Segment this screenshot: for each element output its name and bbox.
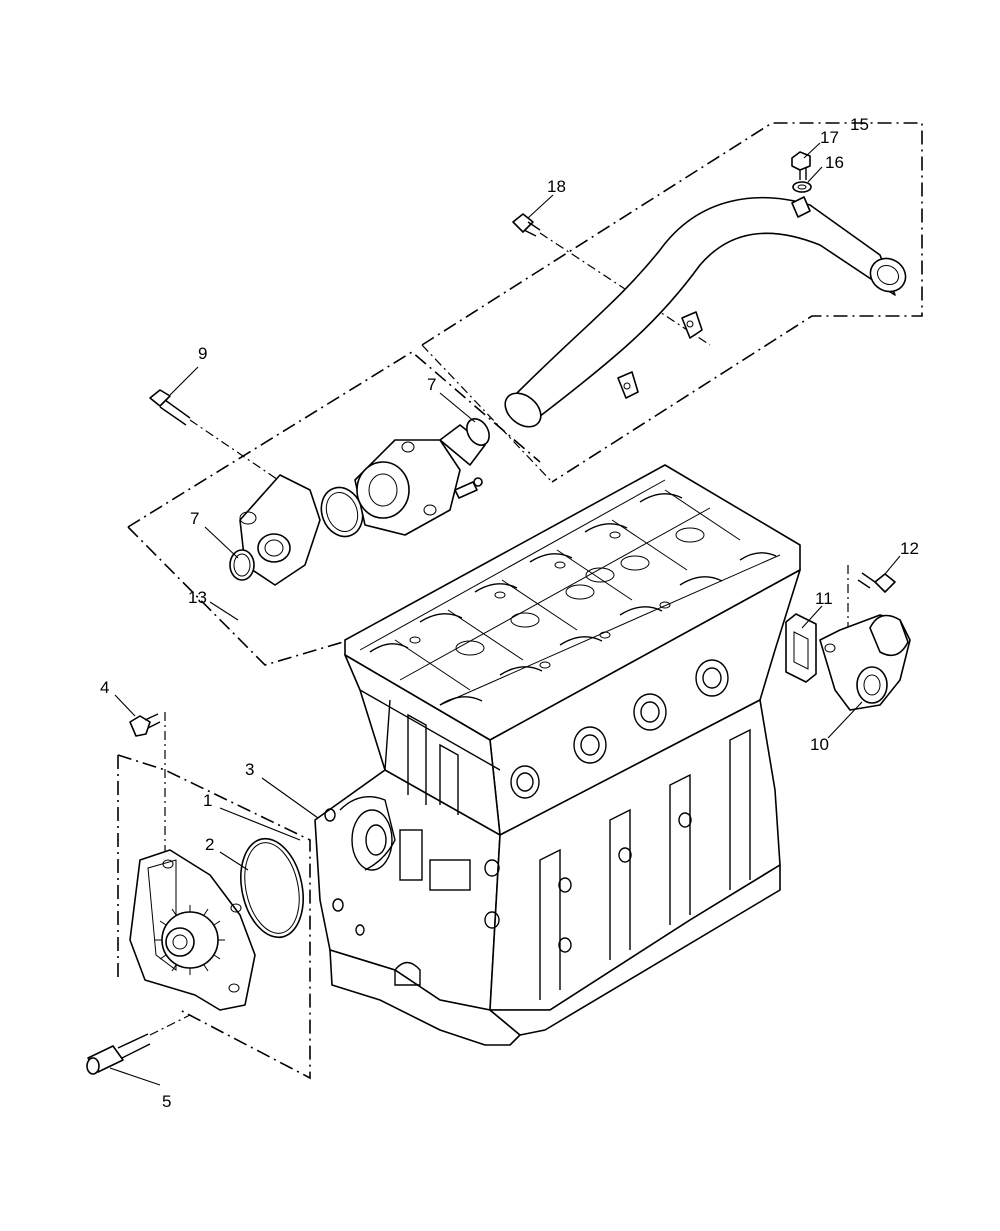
bolt-12 [857,572,896,593]
outlet-elbow [819,614,911,711]
gasket-11 [785,613,817,683]
bolt-9 [149,389,191,426]
callout-4: 4 [100,678,109,697]
axis-line-bolt-5 [149,1014,191,1036]
callout-18: 18 [547,177,566,196]
stud-5 [86,1033,151,1075]
thermostat-housing [229,418,490,586]
bolt-4 [129,713,161,737]
callout-15: 15 [850,115,869,134]
bolt-17 [791,151,811,180]
water-pump [129,849,256,1011]
callouts: 1 2 3 4 5 7 7 9 10 11 12 13 15 16 17 18 [100,115,919,1111]
callout-7-upper: 7 [427,375,436,394]
callout-12: 12 [900,539,919,558]
callout-7-left: 7 [190,509,199,528]
leader-lines [109,142,901,1086]
callout-9: 9 [198,344,207,363]
assembly-boundary-13 [127,351,541,666]
callout-13: 13 [188,588,207,607]
engine-block [314,464,801,1046]
axis-line-bolt-9 [189,419,291,489]
callout-5: 5 [162,1092,171,1111]
callout-16: 16 [825,153,844,172]
assembly-boundary-1 [117,712,311,1080]
washer-16 [792,181,812,193]
callout-1: 1 [203,791,212,810]
pump-gasket [240,837,304,939]
callout-17: 17 [820,128,839,147]
callout-10: 10 [810,735,829,754]
coolant-pipe [504,196,907,428]
assembly-boundary-15 [421,122,923,483]
callout-3: 3 [245,760,254,779]
callout-2: 2 [205,835,214,854]
bolt-18 [512,213,541,237]
callout-11: 11 [815,589,833,608]
